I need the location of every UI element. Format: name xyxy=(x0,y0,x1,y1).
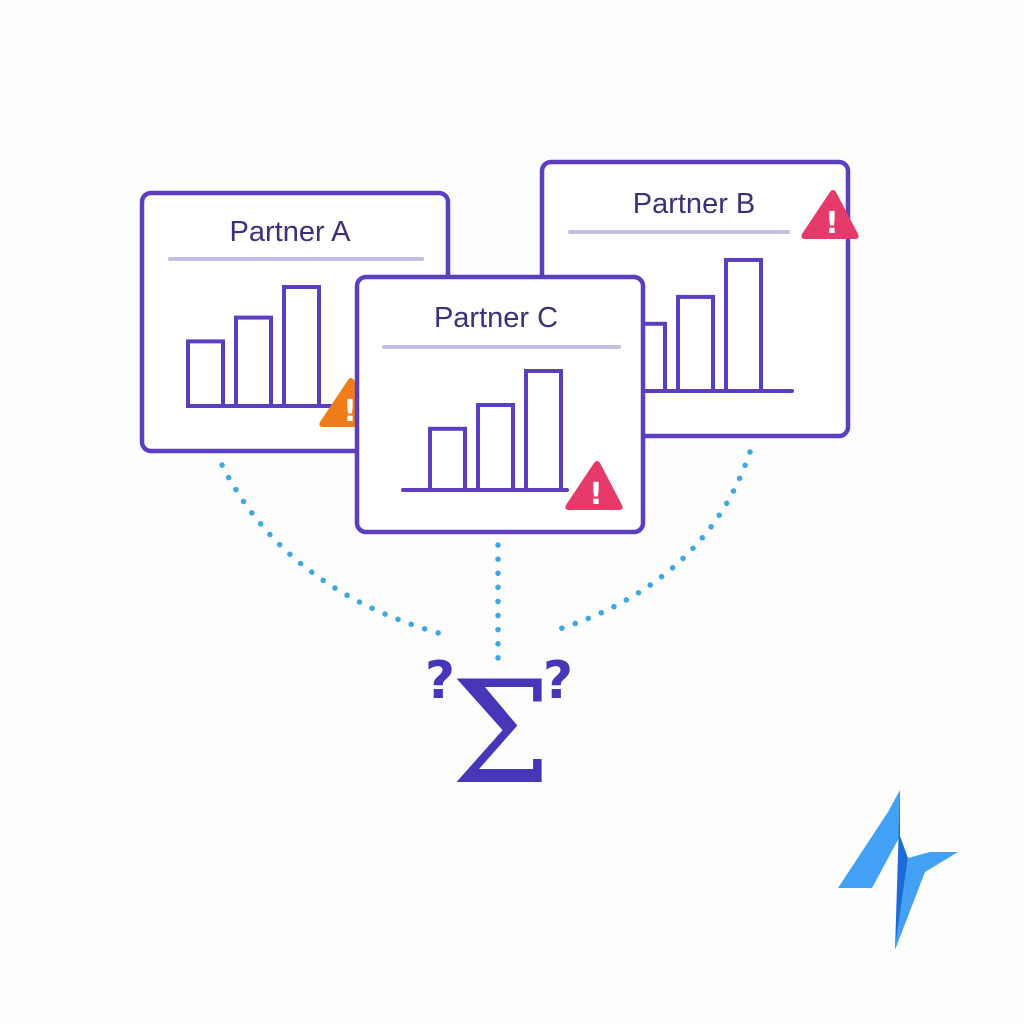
chart-bar xyxy=(676,294,715,393)
card-title: Partner A xyxy=(230,216,352,248)
warning-triangle-icon: ! xyxy=(565,461,623,512)
partner-card-c: Partner C ! xyxy=(354,274,646,535)
logo-stroke-mid xyxy=(895,790,908,950)
exclamation-icon: ! xyxy=(343,394,357,429)
warning-triangle-shape xyxy=(801,190,859,239)
pulse-logo-icon xyxy=(838,790,958,950)
warning-triangle-icon: ! xyxy=(801,190,859,241)
chart-bar xyxy=(186,339,225,408)
connector-partner-b xyxy=(547,449,753,635)
chart-bar xyxy=(282,285,321,408)
card-title: Partner C xyxy=(434,302,558,334)
logo-stroke-right xyxy=(895,852,958,950)
question-mark-icon: ? xyxy=(425,651,455,711)
chart-bar xyxy=(476,403,515,492)
sigma-icon: Σ xyxy=(451,651,551,816)
warning-triangle-shape xyxy=(565,461,623,510)
question-mark-icon: ? xyxy=(543,651,573,711)
exclamation-icon: ! xyxy=(825,206,839,241)
chart-bar xyxy=(524,369,563,492)
bar-chart xyxy=(428,369,563,493)
chart-bar xyxy=(724,257,763,393)
connectors xyxy=(219,449,753,665)
logo-stroke-left xyxy=(838,790,900,888)
aggregate-symbol: Σ ? ? xyxy=(425,651,573,816)
card-title: Partner B xyxy=(633,188,756,220)
chart-bar xyxy=(234,315,273,408)
bar-chart xyxy=(186,285,321,408)
chart-bar xyxy=(428,426,467,493)
exclamation-icon: ! xyxy=(589,477,603,512)
